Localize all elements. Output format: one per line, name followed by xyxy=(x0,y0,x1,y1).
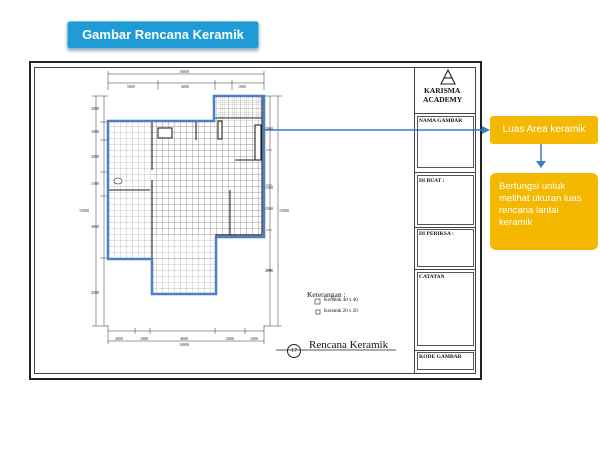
drawing-sheet-inner-frame xyxy=(34,67,476,374)
area-arrow xyxy=(264,126,490,134)
kode-gambar-label: KODE GAMBAR xyxy=(419,354,462,360)
dim-left-5: 4000 xyxy=(91,224,99,229)
description-callout: Berfungsi untuk melihat ukuran luas renc… xyxy=(490,173,598,250)
dim-bottom-3: 4000 xyxy=(180,336,188,341)
plan-number-circle: 17 xyxy=(287,344,301,358)
dim-top-2: 4000 xyxy=(181,84,189,89)
di-periksa-label: DI PERIKSA : xyxy=(419,231,454,237)
ceramic-area-outline xyxy=(106,94,266,296)
drawing-sheet-frame xyxy=(29,61,482,380)
di-buat-box xyxy=(417,175,474,225)
top-dimension-lines xyxy=(107,71,265,90)
title-block-rule-2 xyxy=(415,172,476,173)
dim-left-2: 1000 xyxy=(91,129,99,134)
dim-bottom-4: 2000 xyxy=(226,336,234,341)
bottom-dimension-lines xyxy=(107,325,265,344)
title-block-rule-4 xyxy=(415,269,476,270)
toilet-fixture xyxy=(113,177,123,185)
legend-item-20: Keramik 20 x 20 xyxy=(324,309,358,314)
company-name-line1: KARISMA xyxy=(424,86,461,95)
page-title-badge: Gambar Rencana Keramik xyxy=(67,21,259,49)
catatan-label: CATATAN xyxy=(419,274,445,280)
dim-top-total: 10000 xyxy=(179,69,189,74)
legend-item-40: Keramik 40 x 40 xyxy=(324,298,358,303)
title-block-divider xyxy=(414,67,415,374)
legend-box-40 xyxy=(314,298,321,305)
dim-left-total: 15000 xyxy=(79,208,89,213)
dim-bottom-total: 10000 xyxy=(179,342,189,347)
down-arrow xyxy=(536,144,546,168)
dim-right-4: 2000 xyxy=(265,268,273,273)
triangle-logo-icon xyxy=(440,68,456,85)
dim-right-1: 2000 xyxy=(265,126,273,131)
dim-right-3: 1500 xyxy=(265,206,273,211)
dim-right-2: 1500 xyxy=(265,185,273,190)
dim-left-1: 2000 xyxy=(91,106,99,111)
dim-bottom-2: 1000 xyxy=(140,336,148,341)
company-name-line2: ACADEMY xyxy=(423,95,463,104)
dim-bottom-5: 1000 xyxy=(250,336,258,341)
plan-title: Rencana Keramik xyxy=(309,339,389,351)
legend-title: Keterangan : xyxy=(307,290,346,299)
kode-gambar-box xyxy=(417,352,474,370)
dim-left-6: 4500 xyxy=(91,290,99,295)
nama-gambar-label: NAMA GAMBAR xyxy=(419,118,463,124)
right-dimension-lines xyxy=(264,95,282,327)
dim-top-1: 5000 xyxy=(127,84,135,89)
title-block-rule-3 xyxy=(415,227,476,228)
nama-gambar-box xyxy=(417,116,474,168)
di-buat-label: DI BUAT : xyxy=(419,178,445,184)
dim-right-total: 15000 xyxy=(279,208,289,213)
legend-box-20 xyxy=(315,309,321,315)
dim-top-3: 1000 xyxy=(238,84,246,89)
di-periksa-box xyxy=(417,229,474,267)
dim-left-3: 2000 xyxy=(91,154,99,159)
title-block-rule-5 xyxy=(415,350,476,351)
floor-tiles xyxy=(108,96,264,294)
dim-bottom-1: 2000 xyxy=(115,336,123,341)
dim-left-4: 1500 xyxy=(91,181,99,186)
area-callout: Luas Area keramik xyxy=(490,116,598,144)
left-dimension-lines xyxy=(92,95,108,327)
catatan-box xyxy=(417,272,474,346)
title-block-rule-1 xyxy=(415,113,476,114)
